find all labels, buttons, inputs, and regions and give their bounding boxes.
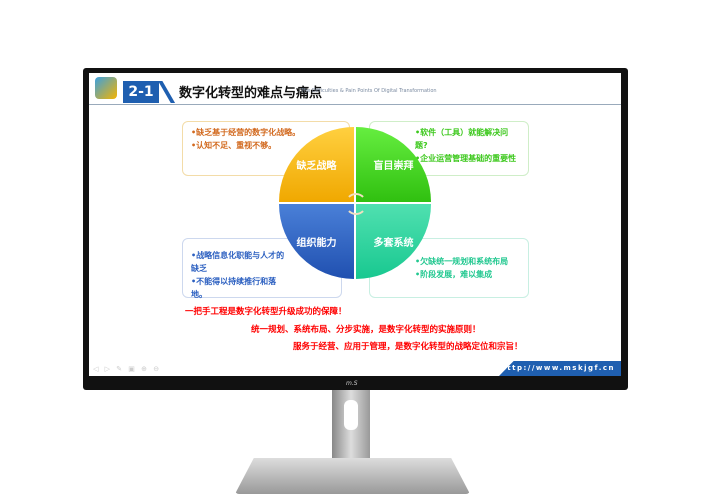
slide-subtitle: The Difficulties & Pain Points Of Digita…	[301, 88, 437, 94]
cycle-arrows-icon	[345, 193, 367, 215]
slide-number: 2-1	[123, 81, 159, 103]
quadrant-label: 盲目崇拜	[373, 161, 414, 172]
box-item: •不能得以持续推行和落地。	[191, 277, 277, 299]
monitor-stand-base	[235, 458, 470, 494]
box-item: •缺乏基于经营的数字化战略。	[191, 128, 301, 137]
box-item: •战略信息化职能与人才的缺乏	[191, 251, 285, 273]
quadrant-label: 组织能力	[296, 238, 337, 249]
quadrant-label: 缺乏战略	[296, 161, 337, 172]
header-divider	[89, 104, 621, 105]
statement-3: 服务于经营、应用于管理，是数字化转型的战略定位和宗旨！	[293, 342, 523, 352]
statement-1: 一把手工程是数字化转型升级成功的保障！	[185, 307, 347, 317]
box-item: •认知不足、重视不够。	[191, 141, 277, 150]
monitor-screen: 2-1 数字化转型的难点与痛点 The Difficulties & Pain …	[89, 73, 621, 376]
box-item: •企业运营管理基础的重要性	[415, 154, 517, 163]
monitor-brand-logo: m.S	[346, 380, 358, 387]
cable-hole	[344, 400, 358, 430]
box-item: •软件（工具）就能解决问题?	[415, 128, 509, 150]
website-url: http://www.mskjgf.cn	[499, 361, 621, 376]
box-item: •阶段发展，难以集成	[415, 270, 493, 279]
slideshow-controls[interactable]: ◁ ▷ ✎ ▣ ⊕ ⊖	[93, 365, 162, 373]
statement-2: 统一规划、系统布局、分步实施，是数字化转型的实施原则！	[251, 325, 481, 335]
box-item: •欠缺统一规划和系统布局	[415, 257, 509, 266]
company-logo	[95, 77, 117, 99]
slide-title: 数字化转型的难点与痛点	[179, 86, 323, 101]
header-decoration	[159, 81, 175, 103]
quadrant-label: 多套系统	[373, 238, 414, 249]
